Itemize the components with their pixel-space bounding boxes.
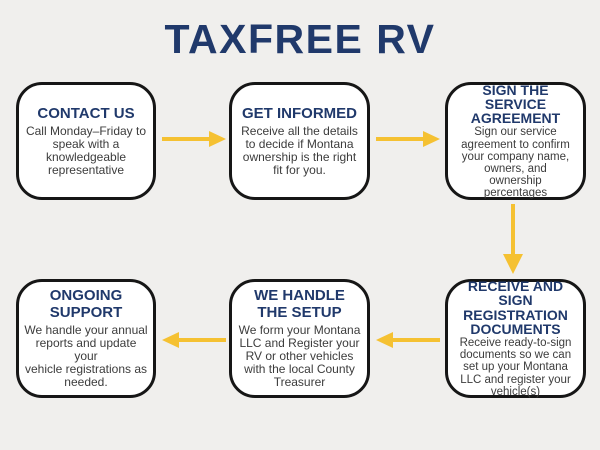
step-body: Receive all the details to decide if Mon…	[241, 123, 358, 177]
step-body: We form your Montana LLC and Register yo…	[238, 322, 361, 389]
page-title: TAXFREE RV	[164, 16, 436, 62]
step-heading: CONTACT US	[37, 104, 135, 122]
step-body: Call Monday–Friday to speak with a knowl…	[25, 123, 147, 177]
flow-arrow-right-icon	[162, 131, 226, 147]
step-heading: GET INFORMED	[242, 104, 357, 122]
step-heading: SIGN THE SERVICE AGREEMENT	[470, 81, 561, 127]
step-box-get-informed: GET INFORMED Receive all the details to …	[229, 82, 370, 200]
flow-arrow-right-icon	[376, 131, 440, 147]
flow-arrow-left-icon	[376, 332, 440, 348]
step-body: Receive ready-to-sign documents so we ca…	[459, 337, 572, 398]
step-body: Sign our service agreement to confirm yo…	[461, 126, 570, 200]
step-box-contact-us: CONTACT US Call Monday–Friday to speak w…	[16, 82, 156, 200]
step-heading: RECEIVE AND SIGN REGISTRATION DOCUMENTS	[463, 278, 568, 337]
step-box-we-handle-the-setup: WE HANDLE THE SETUP We form your Montana…	[229, 279, 370, 398]
flow-arrow-left-icon	[162, 332, 226, 348]
step-box-sign-the-service-agreement: SIGN THE SERVICE AGREEMENT Sign our serv…	[445, 82, 586, 200]
step-box-receive-and-sign-registration-documents: RECEIVE AND SIGN REGISTRATION DOCUMENTS …	[445, 279, 586, 398]
step-body: We handle your annual reports and update…	[24, 322, 148, 389]
step-heading: WE HANDLE THE SETUP	[254, 287, 345, 321]
step-box-ongoing-support: ONGOING SUPPORT We handle your annual re…	[16, 279, 156, 398]
flow-arrow-down-icon	[503, 204, 523, 274]
step-heading: ONGOING SUPPORT	[49, 287, 123, 321]
